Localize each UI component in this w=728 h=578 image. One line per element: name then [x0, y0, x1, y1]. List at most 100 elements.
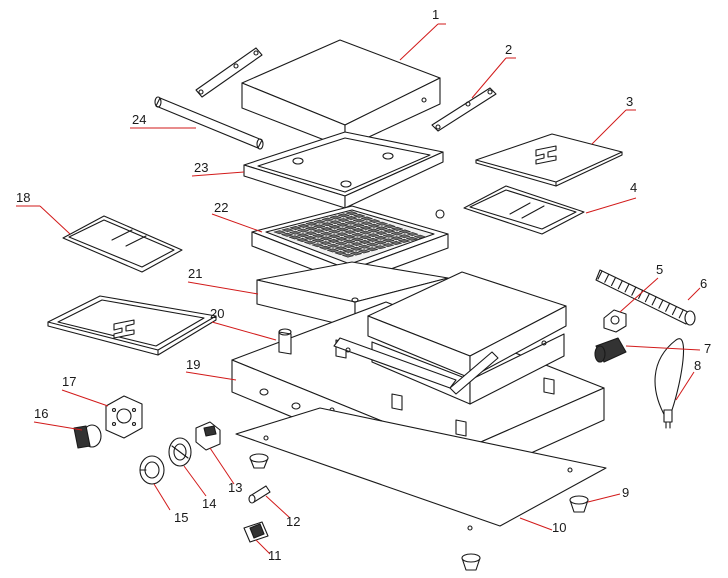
waffle-cell	[382, 233, 395, 238]
waffle-cell	[342, 244, 355, 249]
waffle-cell	[328, 234, 340, 239]
waffle-cell	[398, 238, 410, 243]
waffle-cell	[319, 241, 332, 246]
svg-text:13: 13	[228, 480, 242, 495]
waffle-cell	[320, 231, 333, 236]
part-11-rocker-switch	[243, 521, 269, 543]
callout-15: 15	[153, 483, 188, 525]
waffle-cell	[320, 226, 333, 231]
waffle-cell	[374, 245, 386, 250]
callout-13: 13	[209, 447, 242, 495]
conduit-rib	[651, 296, 657, 306]
waffle-cell	[398, 234, 411, 239]
svg-text:9: 9	[622, 485, 629, 500]
svg-text:19: 19	[186, 357, 200, 372]
conduit-rib	[610, 276, 617, 287]
waffle-cell	[375, 231, 388, 236]
svg-text:15: 15	[174, 510, 188, 525]
callout-12: 12	[265, 495, 300, 529]
waffle-cell	[358, 249, 370, 254]
waffle-cell	[336, 227, 349, 232]
part-7-cable-gland	[594, 337, 627, 363]
waffle-cell	[296, 233, 309, 238]
waffle-cell	[345, 211, 358, 216]
waffle-cell	[312, 233, 325, 238]
waffle-cell	[344, 220, 357, 225]
part-23-upper-plate	[243, 131, 444, 209]
conduit-rib	[631, 286, 637, 296]
part-5-cable-nut	[603, 309, 627, 333]
part-6-flexible-conduit	[595, 269, 696, 326]
waffle-cell	[342, 253, 354, 258]
callout-9: 9	[587, 485, 629, 503]
callout-18: 18	[16, 190, 71, 235]
waffle-cell	[360, 216, 373, 221]
waffle-cell	[406, 232, 419, 237]
part-17-thermostat	[105, 395, 143, 439]
waffle-cell	[304, 231, 317, 236]
callout-1: 1	[399, 7, 446, 61]
waffle-cell	[289, 230, 302, 235]
waffle-cell	[329, 215, 342, 220]
conduit-rib	[658, 299, 664, 309]
waffle-cell	[382, 238, 395, 243]
waffle-cell	[281, 228, 294, 233]
waffle-cell	[328, 224, 341, 229]
waffle-cell	[391, 226, 404, 231]
waffle-cell	[311, 243, 324, 248]
part-13-indicator-switch	[195, 421, 221, 451]
waffle-cell	[297, 223, 310, 228]
waffle-cell	[304, 240, 316, 245]
waffle-cell	[375, 226, 388, 231]
waffle-cell	[335, 241, 348, 246]
callout-19: 19	[185, 357, 237, 381]
part-12-fuse-holder	[248, 485, 271, 504]
waffle-cell	[336, 232, 348, 237]
callout-23: 23	[191, 160, 245, 177]
waffle-cell	[360, 221, 373, 226]
callout-2: 2	[471, 42, 516, 99]
waffle-cell	[390, 236, 403, 241]
callout-leaders: 1 2 3 4 5 6 7 8	[16, 7, 711, 563]
part-9-rubber-foot	[249, 453, 589, 571]
waffle-cell	[374, 235, 387, 240]
waffle-cell	[352, 227, 364, 232]
svg-text:1: 1	[432, 7, 439, 22]
waffle-cell	[305, 226, 318, 231]
waffle-cell	[367, 233, 380, 238]
waffle-cell	[343, 239, 356, 244]
waffle-cell	[304, 235, 317, 240]
waffle-cell	[305, 221, 318, 226]
svg-text:10: 10	[552, 520, 566, 535]
waffle-cell	[337, 213, 350, 218]
waffle-cell	[382, 243, 394, 248]
svg-text:18: 18	[16, 190, 30, 205]
waffle-cell	[368, 223, 380, 228]
svg-text:16: 16	[34, 406, 48, 421]
waffle-cell	[321, 222, 334, 227]
waffle-cell	[383, 224, 396, 229]
waffle-cell	[366, 247, 378, 252]
waffle-cell	[337, 218, 350, 223]
callout-10: 10	[519, 517, 566, 535]
svg-text:8: 8	[694, 358, 701, 373]
waffle-cell	[360, 225, 372, 230]
svg-text:6: 6	[700, 276, 707, 291]
part-2-hinge-bracket	[431, 87, 497, 132]
waffle-cell	[297, 228, 310, 233]
waffle-cell	[312, 238, 324, 243]
callout-11: 11	[255, 539, 282, 563]
part-24-handle-rod	[154, 96, 264, 150]
svg-text:12: 12	[286, 514, 300, 529]
conduit-rib	[597, 270, 603, 280]
waffle-cell	[288, 235, 301, 240]
callout-20: 20	[210, 306, 277, 341]
conduit-rib	[624, 283, 630, 293]
waffle-cell	[366, 237, 379, 242]
waffle-cell	[366, 242, 379, 247]
svg-text:4: 4	[630, 180, 637, 195]
waffle-cell	[350, 246, 363, 251]
callout-21: 21	[187, 266, 259, 295]
waffle-cell	[359, 235, 372, 240]
waffle-cell	[321, 217, 334, 222]
